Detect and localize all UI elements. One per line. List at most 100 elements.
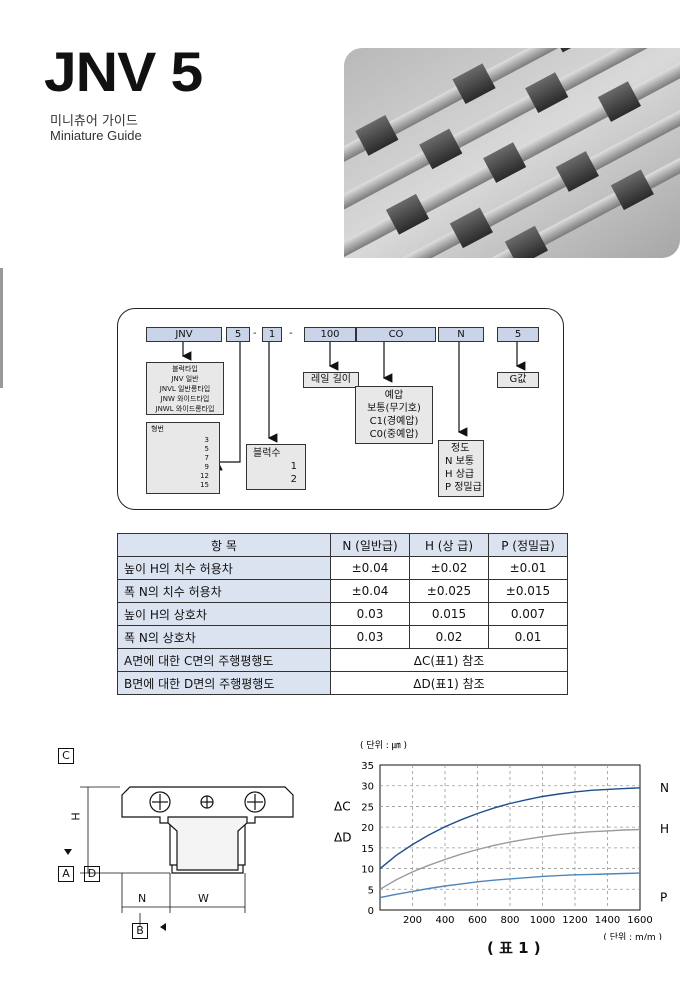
y-axis-label: ΔC — [334, 799, 351, 813]
size-label: 형번 — [151, 425, 164, 433]
row-label: A면에 대한 C면의 주행평행도 — [117, 648, 331, 672]
table-row: 폭 N의 치수 허용차 ±0.04 ±0.025 ±0.015 — [117, 579, 568, 603]
surface-a-label: A — [58, 866, 74, 882]
code-dash: - — [253, 328, 257, 339]
code-size: 5 — [226, 327, 250, 342]
x-tick-label: 200 — [403, 915, 422, 926]
product-photo — [344, 48, 680, 258]
preload-box: 예압 보통(무기호) C1(경예압) C0(중예압) — [355, 386, 433, 444]
chart-caption: ( 표 1 ) — [487, 939, 541, 957]
series-label-h: H — [660, 822, 669, 836]
code-dash: - — [289, 328, 293, 339]
block-type-item: JNV 일반 — [171, 375, 199, 383]
x-unit-label: ( 단위 : m/m ) — [603, 932, 662, 940]
code-preload: CO — [356, 327, 436, 342]
rail-length-box: 레일 길이 — [303, 372, 359, 388]
x-tick-label: 800 — [500, 915, 519, 926]
page-title: JNV 5 — [44, 40, 203, 103]
table-cell: 0.007 — [488, 602, 568, 626]
row-label: 높이 H의 치수 허용차 — [117, 556, 331, 580]
table-header-cell: P (정밀급) — [488, 533, 568, 557]
y-tick-label: 5 — [368, 885, 374, 896]
preload-label: 예압 — [384, 390, 404, 401]
y-tick-label: 15 — [361, 844, 374, 855]
table-cell: 0.03 — [330, 625, 410, 649]
table-cell: ΔC(표1) 참조 — [330, 648, 568, 672]
precision-item: H 상급 — [445, 469, 475, 480]
y-tick-label: 10 — [361, 865, 374, 876]
table-cell: ±0.01 — [488, 556, 568, 580]
x-tick-label: 1000 — [530, 915, 555, 926]
preload-item: C1(경예압) — [369, 416, 419, 427]
row-label: 폭 N의 치수 허용차 — [117, 579, 331, 603]
precision-label: 정도 — [451, 443, 470, 454]
size-item: 3 — [204, 436, 209, 444]
dimension-n-label: N — [138, 892, 147, 905]
cross-section-drawing — [64, 786, 294, 931]
surface-d-label: D — [84, 866, 100, 882]
series-label-p: P — [660, 891, 667, 905]
table-cell: 0.015 — [409, 602, 489, 626]
surface-c-label: C — [58, 748, 74, 764]
table-cell: 0.01 — [488, 625, 568, 649]
block-count-label: 블럭수 — [253, 448, 281, 459]
table-cell: ±0.04 — [330, 579, 410, 603]
table-row: 폭 N의 상호차 0.03 0.02 0.01 — [117, 625, 568, 649]
code-series: JNV — [146, 327, 222, 342]
subtitle-english: Miniature Guide — [50, 128, 142, 143]
table-row: B면에 대한 D면의 주행평행도 ΔD(표1) 참조 — [117, 671, 568, 695]
x-tick-label: 600 — [468, 915, 487, 926]
y-tick-label: 35 — [361, 761, 374, 772]
table-header-row: 항 목 N (일반급) H (상 급) P (정밀급) — [117, 533, 568, 557]
row-label: B면에 대한 D면의 주행평행도 — [117, 671, 331, 695]
y-tick-label: 20 — [361, 823, 374, 834]
g-value-box: G값 — [497, 372, 539, 388]
x-tick-label: 400 — [435, 915, 454, 926]
y-unit-label: ( 단위 : ㎛ ) — [360, 740, 407, 751]
preload-item: C0(중예압) — [369, 429, 419, 440]
row-label: 폭 N의 상호차 — [117, 625, 331, 649]
table-cell: ΔD(표1) 참조 — [330, 671, 568, 695]
code-rail-length: 100 — [304, 327, 356, 342]
size-item: 5 — [204, 445, 209, 453]
code-precision: N — [438, 327, 484, 342]
code-g-value: 5 — [497, 327, 539, 342]
surface-b-label: B — [132, 923, 148, 939]
series-line-p — [379, 872, 641, 899]
series-line-n — [379, 787, 641, 870]
side-tab-marker — [0, 268, 3, 388]
x-tick-label: 1200 — [562, 915, 587, 926]
size-item: 9 — [204, 463, 209, 471]
block-count-item: 2 — [290, 474, 297, 485]
size-item: 7 — [204, 454, 209, 462]
y-tick-label: 25 — [361, 802, 374, 813]
block-type-label: 블럭타입 — [172, 365, 198, 373]
x-tick-label: 1400 — [595, 915, 620, 926]
dimension-w-label: W — [198, 892, 209, 905]
block-count-item: 1 — [290, 461, 297, 472]
table-row: 높이 H의 상호차 0.03 0.015 0.007 — [117, 602, 568, 626]
row-label: 높이 H의 상호차 — [117, 602, 331, 626]
table-header-cell: N (일반급) — [330, 533, 410, 557]
block-type-item: JNWL 와이드롱타입 — [155, 405, 215, 413]
preload-item: 보통(무기호) — [367, 403, 421, 414]
table-cell: ±0.04 — [330, 556, 410, 580]
table-cell: ±0.02 — [409, 556, 489, 580]
table-cell: ±0.015 — [488, 579, 568, 603]
precision-item: N 보통 — [445, 456, 475, 467]
table-cell: 0.02 — [409, 625, 489, 649]
size-item: 15 — [200, 481, 209, 489]
size-box: 형번 3 5 7 9 12 15 — [146, 422, 220, 494]
x-tick-label: 1600 — [627, 915, 652, 926]
y-tick-label: 0 — [368, 906, 374, 917]
block-type-box: 블럭타입 JNV 일반 JNVL 일반롱타입 JNW 와이드타입 JNWL 와이… — [146, 362, 224, 415]
dimension-h-label: H — [69, 812, 83, 821]
table-row: 높이 H의 치수 허용차 ±0.04 ±0.02 ±0.01 — [117, 556, 568, 580]
block-count-box: 블럭수 1 2 — [246, 444, 306, 490]
size-item: 12 — [200, 472, 209, 480]
accuracy-table: 항 목 N (일반급) H (상 급) P (정밀급) 높이 H의 치수 허용차… — [117, 533, 568, 695]
table-cell: 0.03 — [330, 602, 410, 626]
y-axis-label: ΔD — [334, 831, 351, 845]
